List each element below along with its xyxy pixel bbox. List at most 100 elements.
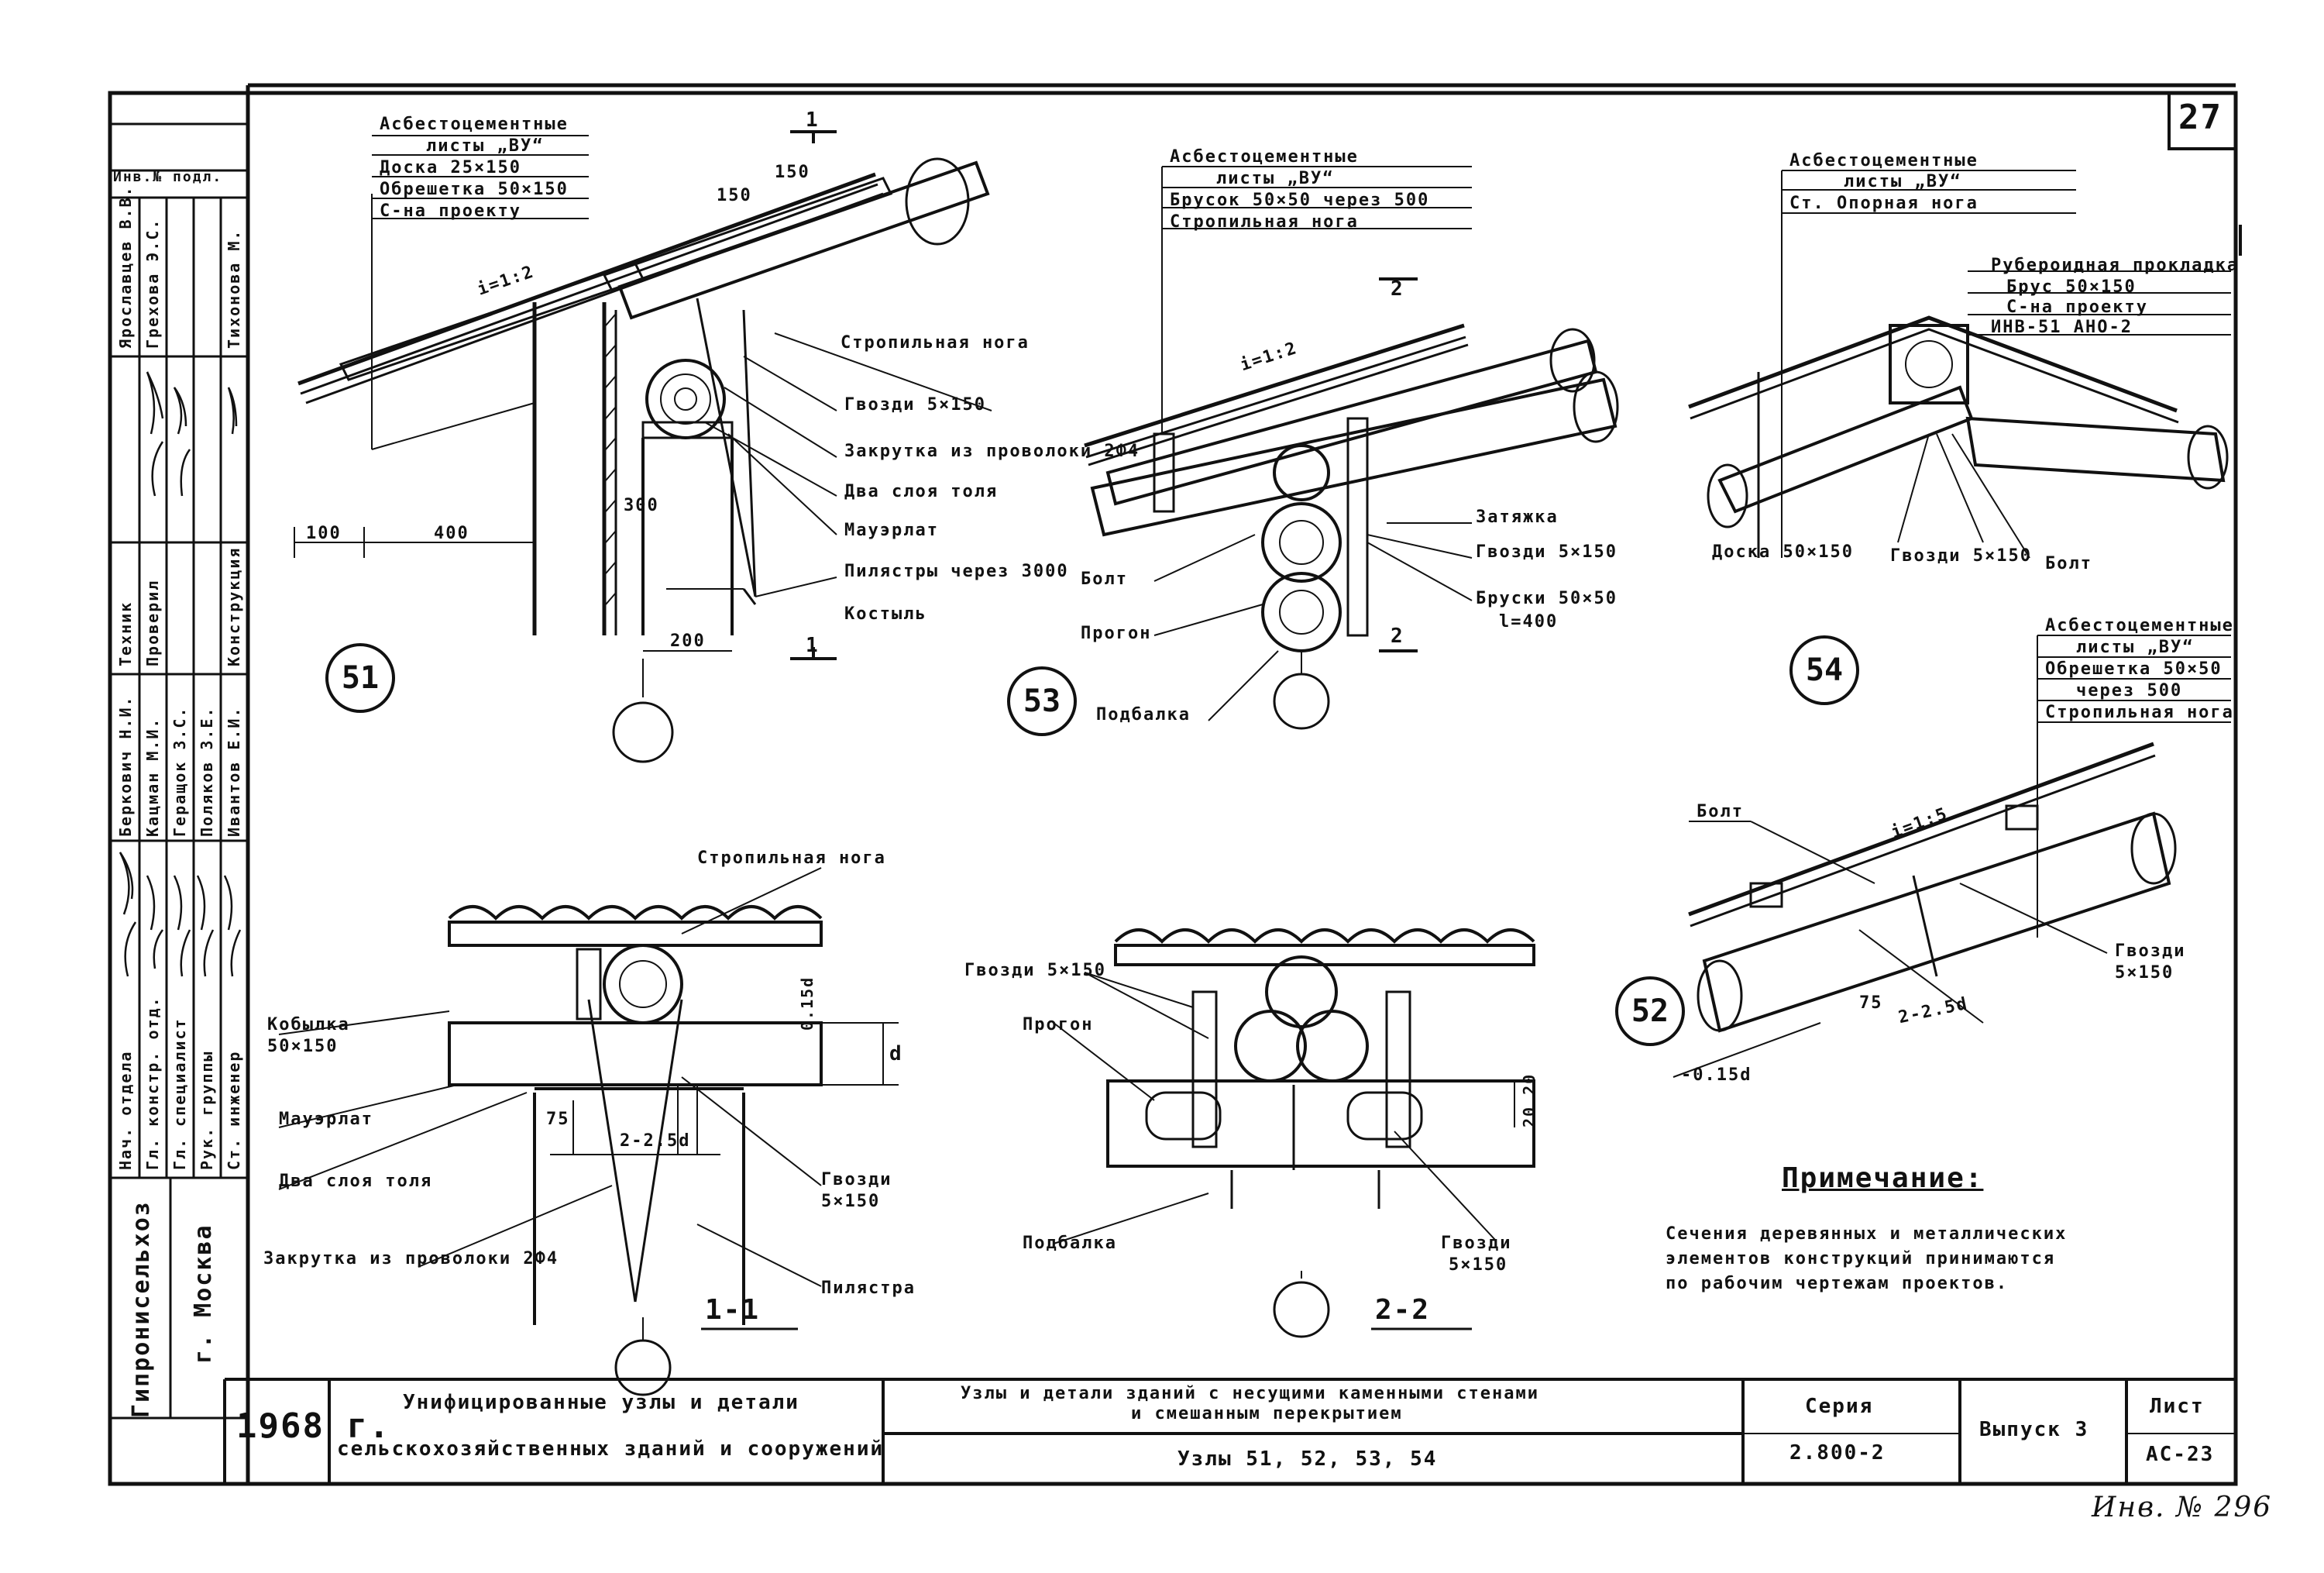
node54-callout-7: Доска 50×150 (1712, 542, 1854, 562)
node53-callout-8: Болт (1081, 570, 1128, 589)
node51-callout-3: Обрешетка 50×150 (380, 180, 569, 199)
left-strip-name-3: Поляков З.Е. (198, 706, 216, 838)
section22-callout-2: Подбалка (1023, 1234, 1117, 1253)
left-strip-role2-2: Конструкция (225, 546, 243, 666)
section11-dim-3: 2-2.5d (620, 1131, 691, 1151)
node51-dim-2: 200 (670, 632, 706, 651)
section11-callout-7: 5×150 (821, 1192, 881, 1211)
node53-geometry (1084, 166, 1619, 730)
title-doc-subtitle: Узлы 51, 52, 53, 54 (1177, 1447, 1438, 1471)
title-issue: Выпуск 3 (1979, 1418, 2089, 1441)
node54-callout-3: Рубероидная прокладка (1991, 256, 2240, 275)
node51-callout-6: Гвозди 5×150 (844, 395, 986, 415)
node52-callout-0: Асбестоцементные (2045, 616, 2234, 635)
note-line-1: элементов конструкций принимаются (1666, 1249, 2056, 1268)
node54-callout-2: Ст. Опорная нога (1789, 194, 1978, 213)
node51-callout-1: листы „ВУ“ (426, 136, 545, 156)
node54-geometry (1688, 170, 2231, 559)
node53-callout-0: Асбестоцементные (1170, 147, 1359, 167)
title-year: 1968 г. (236, 1406, 391, 1446)
node51-dim-4: 150 (717, 186, 752, 205)
left-strip-inventory: Инв.№ подл. (113, 169, 223, 185)
node51-section-mark-bottom: 1 (806, 634, 820, 657)
node51-callout-11: Костыль (844, 604, 927, 624)
node52-callout-3: через 500 (2076, 681, 2183, 700)
title-series-label: Серия (1805, 1395, 1874, 1418)
note-line-2: по рабочим чертежам проектов. (1666, 1274, 2009, 1293)
node51-number: 51 (325, 643, 395, 713)
section22-title: 2-2 (1375, 1294, 1431, 1326)
title-block-grid (223, 1378, 2236, 1484)
section11-dim-1: d (889, 1042, 903, 1065)
node54-callout-1: листы „ВУ“ (1844, 172, 1962, 191)
section11-callout-2: 50×150 (267, 1037, 339, 1056)
section11-callout-4: Два слоя толя (279, 1172, 433, 1191)
outer-frame (108, 91, 2238, 1486)
section11-callout-5: Закрутка из проволоки 2Ф4 (263, 1249, 559, 1268)
node51-dim-0: 100 (306, 524, 342, 543)
section11-callout-8: Пилястра (821, 1279, 916, 1298)
node54-callout-5: С-на проекту (2006, 298, 2148, 317)
node53-callout-1: листы „ВУ“ (1216, 169, 1335, 188)
note-line-0: Сечения деревянных и металлических (1666, 1224, 2068, 1244)
sheet-number: 27 (2178, 98, 2223, 137)
section11-callout-1: Кобылка (267, 1015, 350, 1034)
left-strip-name-4: Ивантов Е.И. (225, 706, 243, 838)
node51-geometry (294, 130, 992, 763)
left-strip-name2-1: Грехова Э.С. (143, 218, 162, 349)
node52-dim-0: 75 (1859, 993, 1883, 1013)
node51-callout-7: Закрутка из проволоки 2Ф4 (844, 442, 1140, 461)
left-strip-role-1: Гл. констр. отд. (143, 996, 162, 1170)
node52-callout-6: Гвозди (2115, 941, 2186, 961)
node54-callout-9: Болт (2045, 554, 2092, 573)
title-org-line-2: сельскохозяйственных зданий и сооружений (337, 1437, 885, 1461)
node52-callout-4: Стропильная нога (2045, 703, 2234, 722)
inventory-number: Инв. № 296 (2092, 1492, 2273, 1523)
section22-callout-0: Гвозди 5×150 (964, 961, 1106, 980)
node53-section-mark-top: 2 (1391, 277, 1404, 301)
section11-dim-2: 75 (546, 1110, 570, 1129)
left-strip-city: г. Москва (190, 1224, 217, 1364)
node54-callout-0: Асбестоцементные (1789, 151, 1978, 170)
title-org-line-1: Унифицированные узлы и детали (403, 1391, 799, 1414)
left-strip-role2-0: Техник (116, 601, 135, 666)
node52-dim-2: -0.15d (1681, 1065, 1752, 1085)
node51-callout-9: Мауэрлат (844, 521, 939, 540)
note-heading: Примечание: (1782, 1162, 1984, 1194)
node52-geometry (1673, 635, 2231, 1078)
node51-dim-5: 150 (775, 163, 810, 182)
left-strip-name2-0: Ярославцев В.В. (116, 185, 135, 349)
node53-callout-4: Затяжка (1476, 508, 1559, 527)
section22-callout-3: Гвозди (1441, 1234, 1512, 1253)
node53-callout-10: Подбалка (1096, 705, 1191, 725)
title-sheet-value: АС-23 (2146, 1443, 2215, 1466)
left-strip-role2-1: Проверил (143, 579, 162, 666)
section22-callout-4: 5×150 (1449, 1255, 1508, 1275)
node54-callout-4: Брус 50×150 (2006, 277, 2137, 297)
left-strip-role-0: Нач. отдела (116, 1050, 135, 1170)
section11-title: 1-1 (705, 1294, 761, 1326)
section11-callout-3: Мауэрлат (279, 1110, 373, 1129)
title-doc-line-1: Узлы и детали зданий с несущими каменным… (961, 1384, 1540, 1403)
node52-callout-7: 5×150 (2115, 963, 2174, 983)
section11-callout-6: Гвозди (821, 1170, 892, 1189)
node51-dim-3: 300 (624, 496, 659, 515)
node51-callout-2: Доска 25×150 (380, 158, 521, 177)
node52-callout-2: Обрешетка 50×50 (2045, 659, 2223, 679)
left-strip-role-4: Ст. инженер (225, 1050, 243, 1170)
node52-number: 52 (1615, 976, 1685, 1046)
section22-geometry (1053, 928, 1535, 1338)
section11-geometry (278, 867, 899, 1396)
left-strip-role-2: Гл. специалист (170, 1017, 189, 1170)
node51-callout-10: Пилястры через 3000 (844, 562, 1069, 581)
left-strip-name2-2: Тихонова М. (225, 229, 243, 349)
section22-dim-0: 20 20 (1520, 1072, 1538, 1127)
node52-callout-1: листы „ВУ“ (2076, 638, 2195, 657)
node51-callout-0: Асбестоцементные (380, 115, 569, 134)
node53-callout-9: Прогон (1081, 624, 1152, 643)
node54-number: 54 (1789, 635, 1859, 705)
section11-callout-0: Стропильная нога (697, 848, 886, 868)
section11-dim-0: 0.15d (798, 976, 816, 1031)
